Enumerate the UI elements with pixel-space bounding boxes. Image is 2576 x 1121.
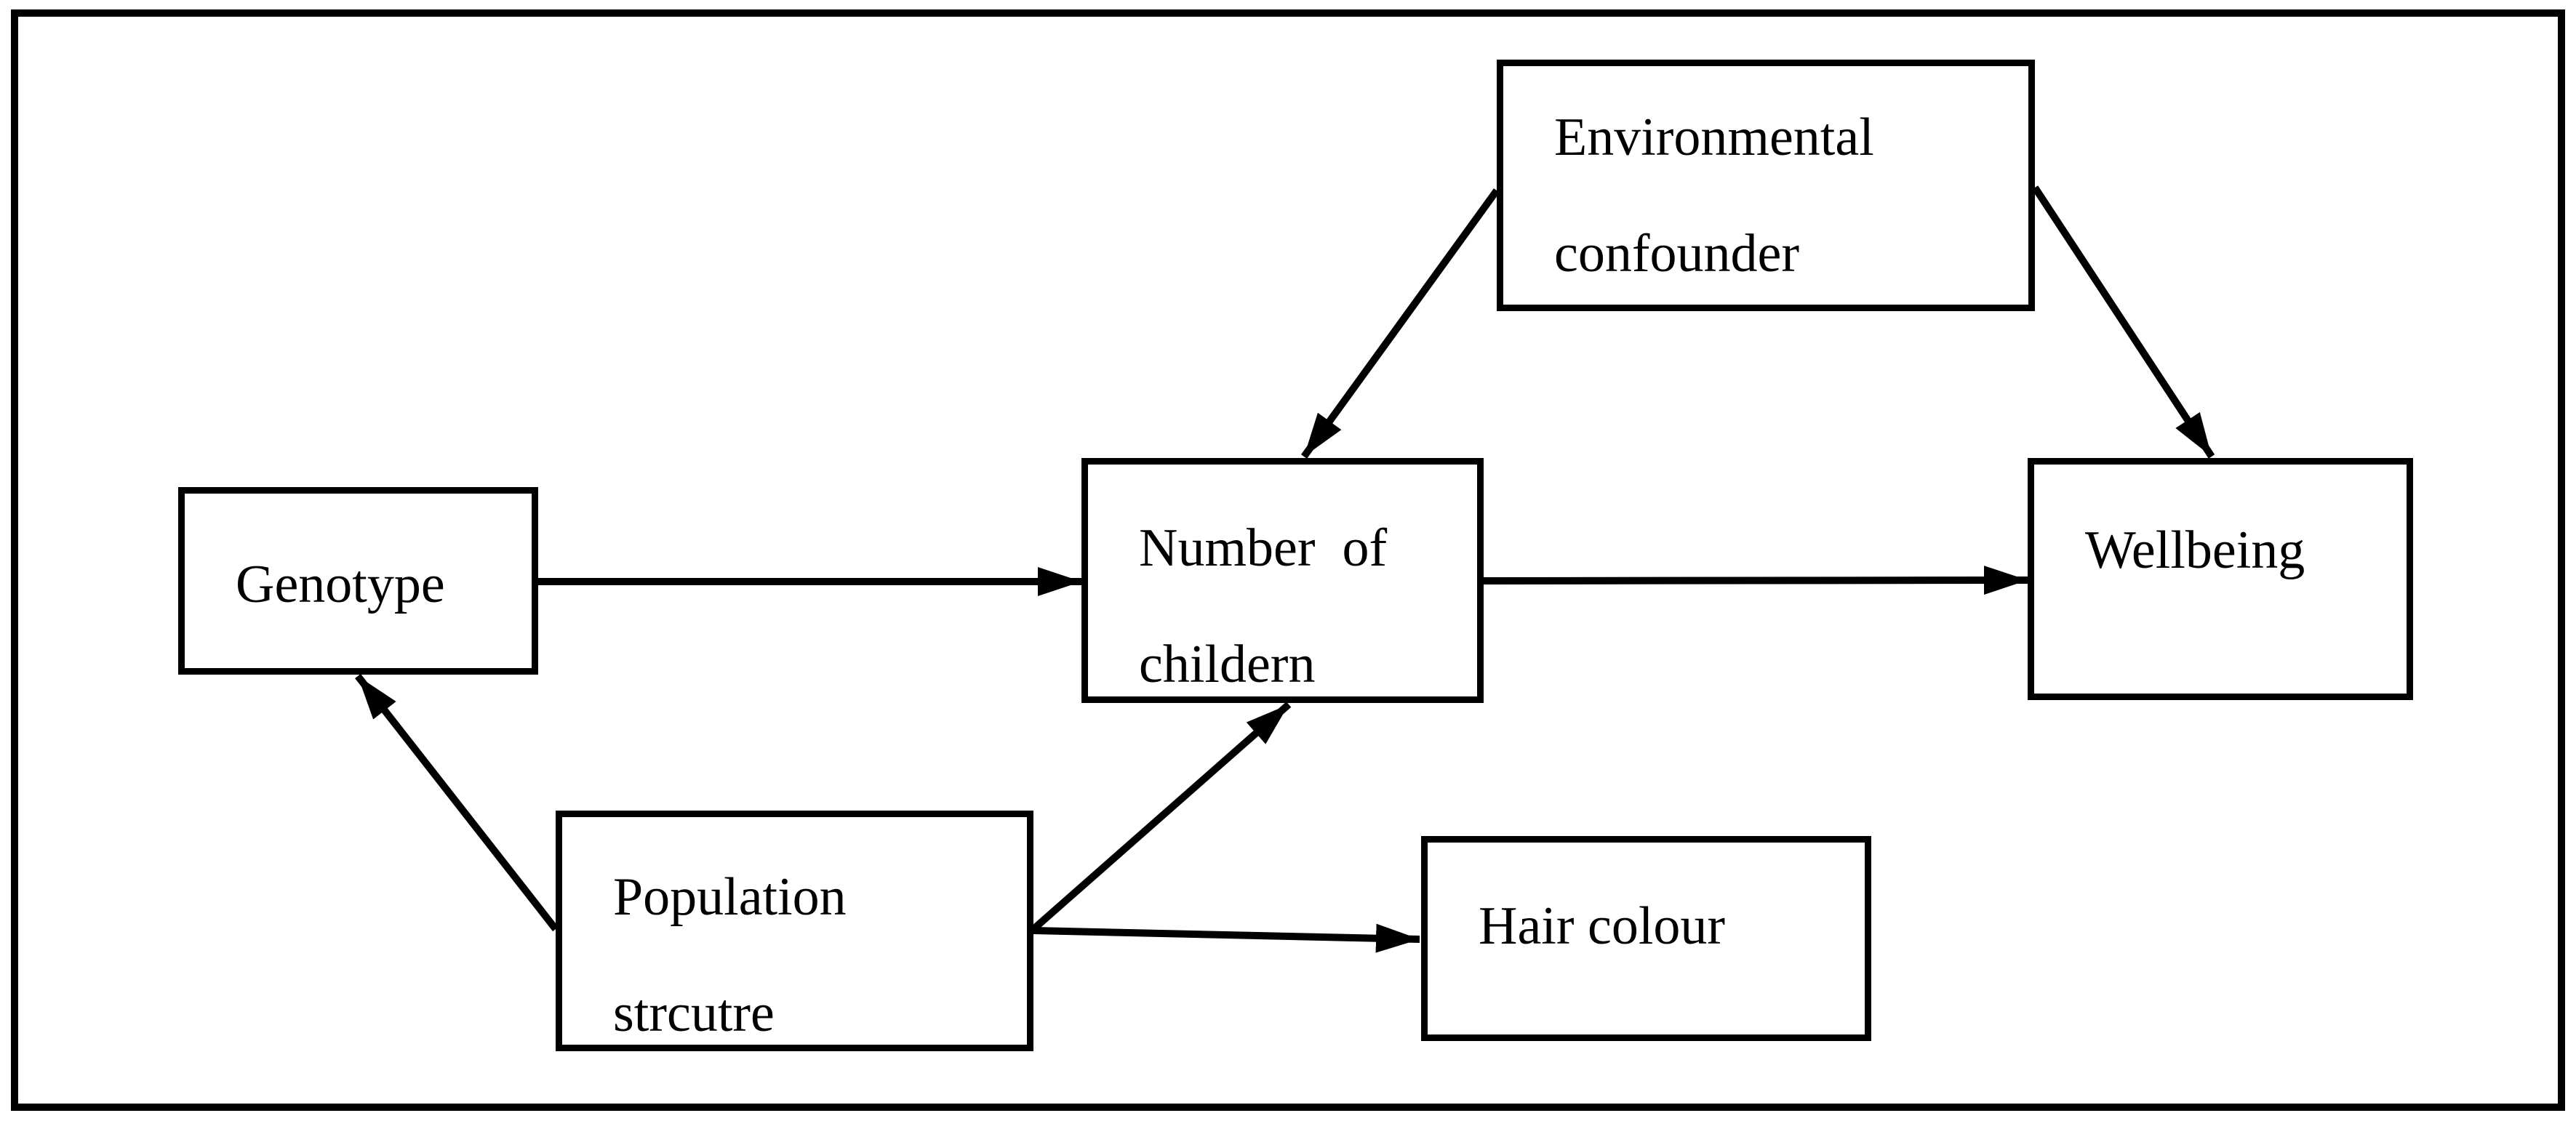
node-environmental-confounder: Environmental confounder xyxy=(1497,60,2035,311)
node-label: Genotype xyxy=(236,555,445,614)
node-population-structure: Population strcutre xyxy=(556,811,1033,1051)
node-label: Environmental confounder xyxy=(1554,108,1874,284)
node-label: Number of childern xyxy=(1139,518,1388,694)
figure-border xyxy=(11,9,2565,1111)
node-genotype: Genotype xyxy=(178,487,538,675)
node-label: Wellbeing xyxy=(2085,521,2305,580)
node-label: Hair colour xyxy=(1479,896,1726,956)
node-hair-colour: Hair colour xyxy=(1421,836,1871,1041)
node-number-of-children: Number of childern xyxy=(1081,458,1484,703)
node-label: Population strcutre xyxy=(613,867,847,1043)
node-wellbeing: Wellbeing xyxy=(2028,458,2413,700)
